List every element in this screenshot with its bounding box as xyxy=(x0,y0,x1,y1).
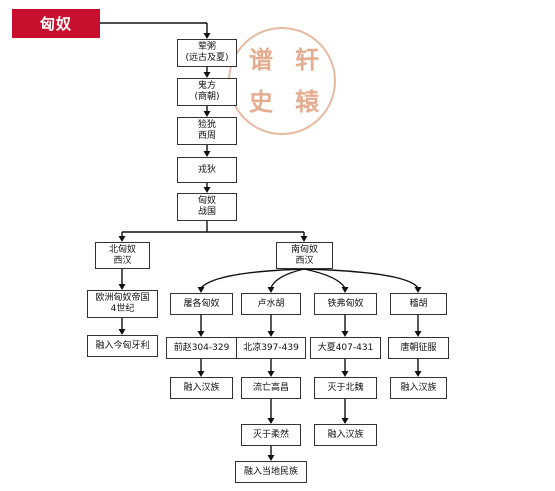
node-rongdi: 戎狄 xyxy=(177,157,237,183)
node-jihu-end: 融入汉族 xyxy=(390,377,447,399)
node-label: 欧洲匈奴帝国 xyxy=(95,293,150,303)
node-jihu: 稽胡 xyxy=(390,293,447,315)
node-label: 北凉397-439 xyxy=(243,342,299,353)
arrowhead xyxy=(414,287,422,293)
node-label: 西汉 xyxy=(113,255,132,266)
arrowhead xyxy=(267,287,275,293)
arrowhead xyxy=(197,287,205,293)
arrowhead xyxy=(203,72,211,78)
node-tiefu-end: 融入汉族 xyxy=(314,424,377,446)
arrowhead xyxy=(203,33,211,39)
node-label: 卢水胡 xyxy=(257,298,285,309)
arrowhead xyxy=(267,418,275,424)
node-label: 融入今匈牙利 xyxy=(95,340,150,351)
node-guifang: 鬼方(商朝) xyxy=(177,78,237,106)
arrowhead xyxy=(118,236,126,242)
node-label: 4世纪 xyxy=(110,304,135,314)
node-label: 西周 xyxy=(197,131,216,141)
node-daxia: 大夏407-431 xyxy=(310,337,381,359)
seal-char: 轩 xyxy=(295,45,319,74)
node-tuge-end: 融入汉族 xyxy=(170,377,233,399)
arrowhead xyxy=(203,111,211,117)
node-label: 融入汉族 xyxy=(183,382,220,393)
arrowhead xyxy=(197,331,205,337)
node-beiwei: 灭于北魏 xyxy=(314,377,377,399)
seal-stamp: 轩 辕 谱 史 xyxy=(228,27,336,135)
node-tuge: 屠各匈奴 xyxy=(170,293,233,315)
seal-char: 谱 xyxy=(249,45,273,74)
node-qianzhao: 前赵304-329 xyxy=(166,337,237,359)
node-label: 屠各匈奴 xyxy=(183,298,220,309)
node-label: 鬼方 xyxy=(197,81,216,91)
node-hungary: 融入今匈牙利 xyxy=(87,335,158,357)
node-label: 灭于柔然 xyxy=(252,429,289,440)
arrowhead xyxy=(267,331,275,337)
node-label: 匈奴 xyxy=(197,196,216,206)
seal-char: 辕 xyxy=(295,87,319,116)
title-banner: 匈奴 xyxy=(12,9,100,38)
node-label: (商朝) xyxy=(194,92,220,102)
arrowhead xyxy=(341,287,349,293)
node-tiefu: 铁弗匈奴 xyxy=(314,293,377,315)
node-label: 稽胡 xyxy=(409,298,428,309)
arrowhead xyxy=(341,371,349,377)
node-south-xiongnu: 南匈奴西汉 xyxy=(276,242,333,269)
node-label: 荤粥 xyxy=(197,42,216,52)
node-label: 大夏407-431 xyxy=(317,342,374,353)
node-label: 前赵304-329 xyxy=(173,342,230,353)
arrowhead xyxy=(118,329,126,335)
arrowhead xyxy=(341,418,349,424)
node-gaochang: 流亡高昌 xyxy=(241,377,301,399)
node-tang: 唐朝征服 xyxy=(388,337,449,359)
node-lushui: 卢水胡 xyxy=(241,293,301,315)
node-label: (远古及夏) xyxy=(185,53,229,63)
arrowhead xyxy=(118,284,126,290)
arrowhead xyxy=(414,331,422,337)
connector-curve xyxy=(303,268,419,289)
node-xiongnu-zhanguo: 匈奴战国 xyxy=(177,193,237,221)
node-label: 南匈奴 xyxy=(290,244,318,255)
node-label: 融入当地民族 xyxy=(243,466,298,477)
node-label: 融入汉族 xyxy=(327,429,364,440)
node-rouran: 灭于柔然 xyxy=(241,424,301,446)
arrowhead xyxy=(203,187,211,193)
node-label: 北匈奴 xyxy=(108,244,136,255)
node-local: 融入当地民族 xyxy=(235,461,307,483)
node-label: 融入汉族 xyxy=(400,382,437,393)
arrowhead xyxy=(203,151,211,157)
node-xianyun: 猃狁西周 xyxy=(177,117,237,145)
arrowhead xyxy=(267,455,275,461)
node-label: 西汉 xyxy=(295,255,314,266)
node-beiliang: 北凉397-439 xyxy=(236,337,306,359)
connector-curve xyxy=(270,268,305,289)
node-label: 猃狁 xyxy=(197,120,216,130)
node-label: 戎狄 xyxy=(197,164,216,175)
connector-curve xyxy=(303,268,346,289)
node-north-xiongnu: 北匈奴西汉 xyxy=(95,242,150,269)
node-label: 唐朝征服 xyxy=(400,342,437,353)
connector-curve xyxy=(200,268,305,289)
node-hunyu: 荤粥(远古及夏) xyxy=(177,39,237,67)
seal-char: 史 xyxy=(249,87,273,116)
arrowhead xyxy=(414,371,422,377)
node-label: 灭于北魏 xyxy=(327,382,364,393)
arrowhead xyxy=(267,371,275,377)
arrowhead xyxy=(197,371,205,377)
node-label: 流亡高昌 xyxy=(252,382,289,393)
arrowhead xyxy=(300,236,308,242)
node-label: 铁弗匈奴 xyxy=(327,298,364,309)
arrowhead xyxy=(341,331,349,337)
node-label: 战国 xyxy=(197,207,216,217)
